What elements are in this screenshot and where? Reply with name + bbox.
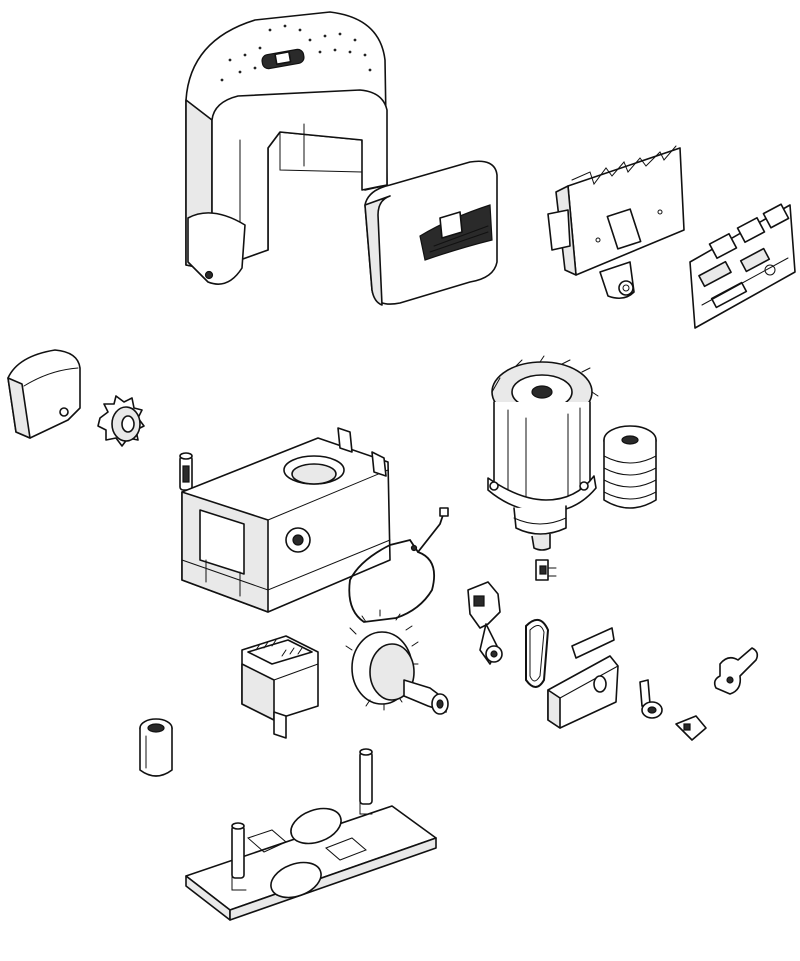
front-cover xyxy=(364,160,498,306)
gasket xyxy=(348,507,449,623)
gearbox-housing xyxy=(181,427,391,613)
release-lever xyxy=(713,647,759,695)
encoder-cam xyxy=(467,581,503,665)
pinion-guard xyxy=(7,349,81,439)
pulley xyxy=(603,425,657,509)
release-key xyxy=(675,715,707,741)
shaft-pin xyxy=(179,452,193,491)
transformer xyxy=(241,635,319,739)
release-lock-cylinder xyxy=(639,679,663,719)
anchor-base-plate xyxy=(185,748,437,921)
microswitch xyxy=(535,559,557,581)
spacer-sleeve xyxy=(139,718,173,777)
electric-motor xyxy=(487,355,599,551)
board-mounting-plate xyxy=(547,145,685,300)
pinion-gear xyxy=(97,395,145,447)
release-cover xyxy=(547,627,619,729)
control-board xyxy=(689,203,796,329)
main-cover xyxy=(185,11,388,285)
worm-gear xyxy=(345,609,449,715)
drive-belt xyxy=(525,619,550,688)
